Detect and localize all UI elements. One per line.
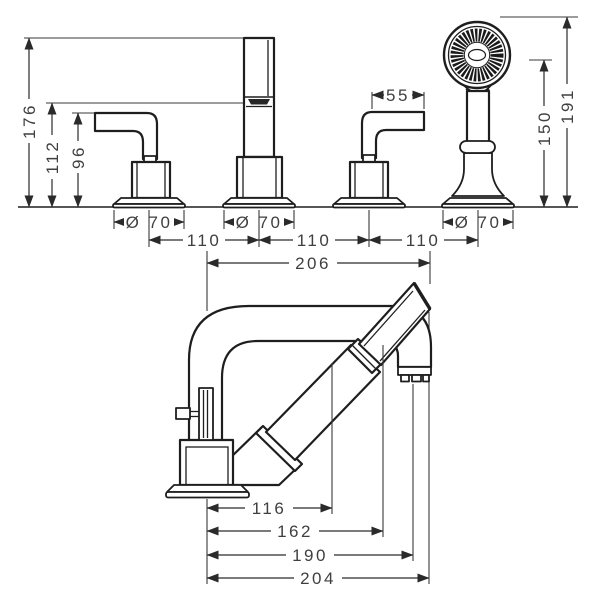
shower-handle (465, 89, 491, 146)
holder-rim (459, 140, 496, 154)
svg-text:191: 191 (558, 88, 577, 124)
shower-holder (451, 152, 505, 197)
dim-shower-rest-offset: 116 (206, 499, 333, 518)
svg-text:55: 55 (386, 86, 410, 105)
dim-outlet-offset: 162 (206, 522, 384, 541)
spout-base (235, 155, 284, 200)
svg-text:110: 110 (297, 231, 332, 250)
spout-front (222, 36, 296, 209)
svg-text:Ø 70: Ø 70 (236, 213, 283, 232)
nozzle-ring (450, 28, 504, 82)
svg-text:110: 110 (406, 231, 441, 250)
dim-spout-height: 176 (20, 37, 39, 208)
front-view: 176 112 96 (18, 16, 578, 250)
holder-rim (254, 424, 304, 473)
svg-text:150: 150 (535, 110, 554, 146)
dim-lever-length: 55 (371, 86, 425, 109)
right-handle-front: 55 (332, 86, 426, 209)
svg-text:Ø 70: Ø 70 (455, 213, 502, 232)
svg-text:110: 110 (187, 231, 222, 250)
dim-aerator-offset: 190 (206, 546, 414, 565)
lever (360, 110, 426, 160)
dim-label-spout-height: 176 (20, 99, 39, 143)
svg-text:96: 96 (69, 145, 88, 169)
handshower-side (226, 281, 432, 487)
side-view: 206 116 162 190 (165, 251, 433, 588)
svg-text:162: 162 (277, 522, 313, 541)
dim-hole-spacing: 110 110 110 (148, 210, 479, 250)
svg-text:204: 204 (300, 569, 336, 588)
dim-label-outlet-height: 112 (43, 135, 62, 179)
mixer-base-side (165, 387, 250, 499)
handle-base (130, 160, 172, 200)
dim-spout-end-offset: 204 (206, 569, 430, 588)
aerator (397, 366, 432, 383)
svg-text:176: 176 (20, 103, 39, 139)
svg-text:Ø 70: Ø 70 (126, 213, 173, 232)
spout-outlet (248, 99, 270, 105)
lever-tab (175, 407, 191, 420)
dim-label-handle-height: 96 (69, 141, 88, 173)
dim-spout-reach: 206 (206, 254, 431, 273)
svg-text:116: 116 (252, 499, 287, 518)
dim-handle-height: 96 (69, 112, 88, 208)
handshower-front (441, 20, 515, 209)
lever (93, 111, 159, 161)
left-handle-front (93, 111, 186, 209)
escutcheon-side (166, 484, 249, 493)
shower-handle-side (264, 343, 382, 462)
svg-text:206: 206 (295, 254, 331, 273)
pin-lever (198, 387, 214, 441)
logo-badge (467, 48, 487, 62)
handle-base (348, 160, 390, 200)
svg-text:112: 112 (43, 140, 62, 175)
dim-outlet-height: 112 (43, 102, 62, 208)
dim-shower-holder-height: 150 (529, 59, 554, 208)
dim-shower-total-height: 191 (500, 16, 578, 208)
dim-label-lever-length: 55 (384, 86, 412, 105)
svg-text:190: 190 (292, 546, 328, 565)
